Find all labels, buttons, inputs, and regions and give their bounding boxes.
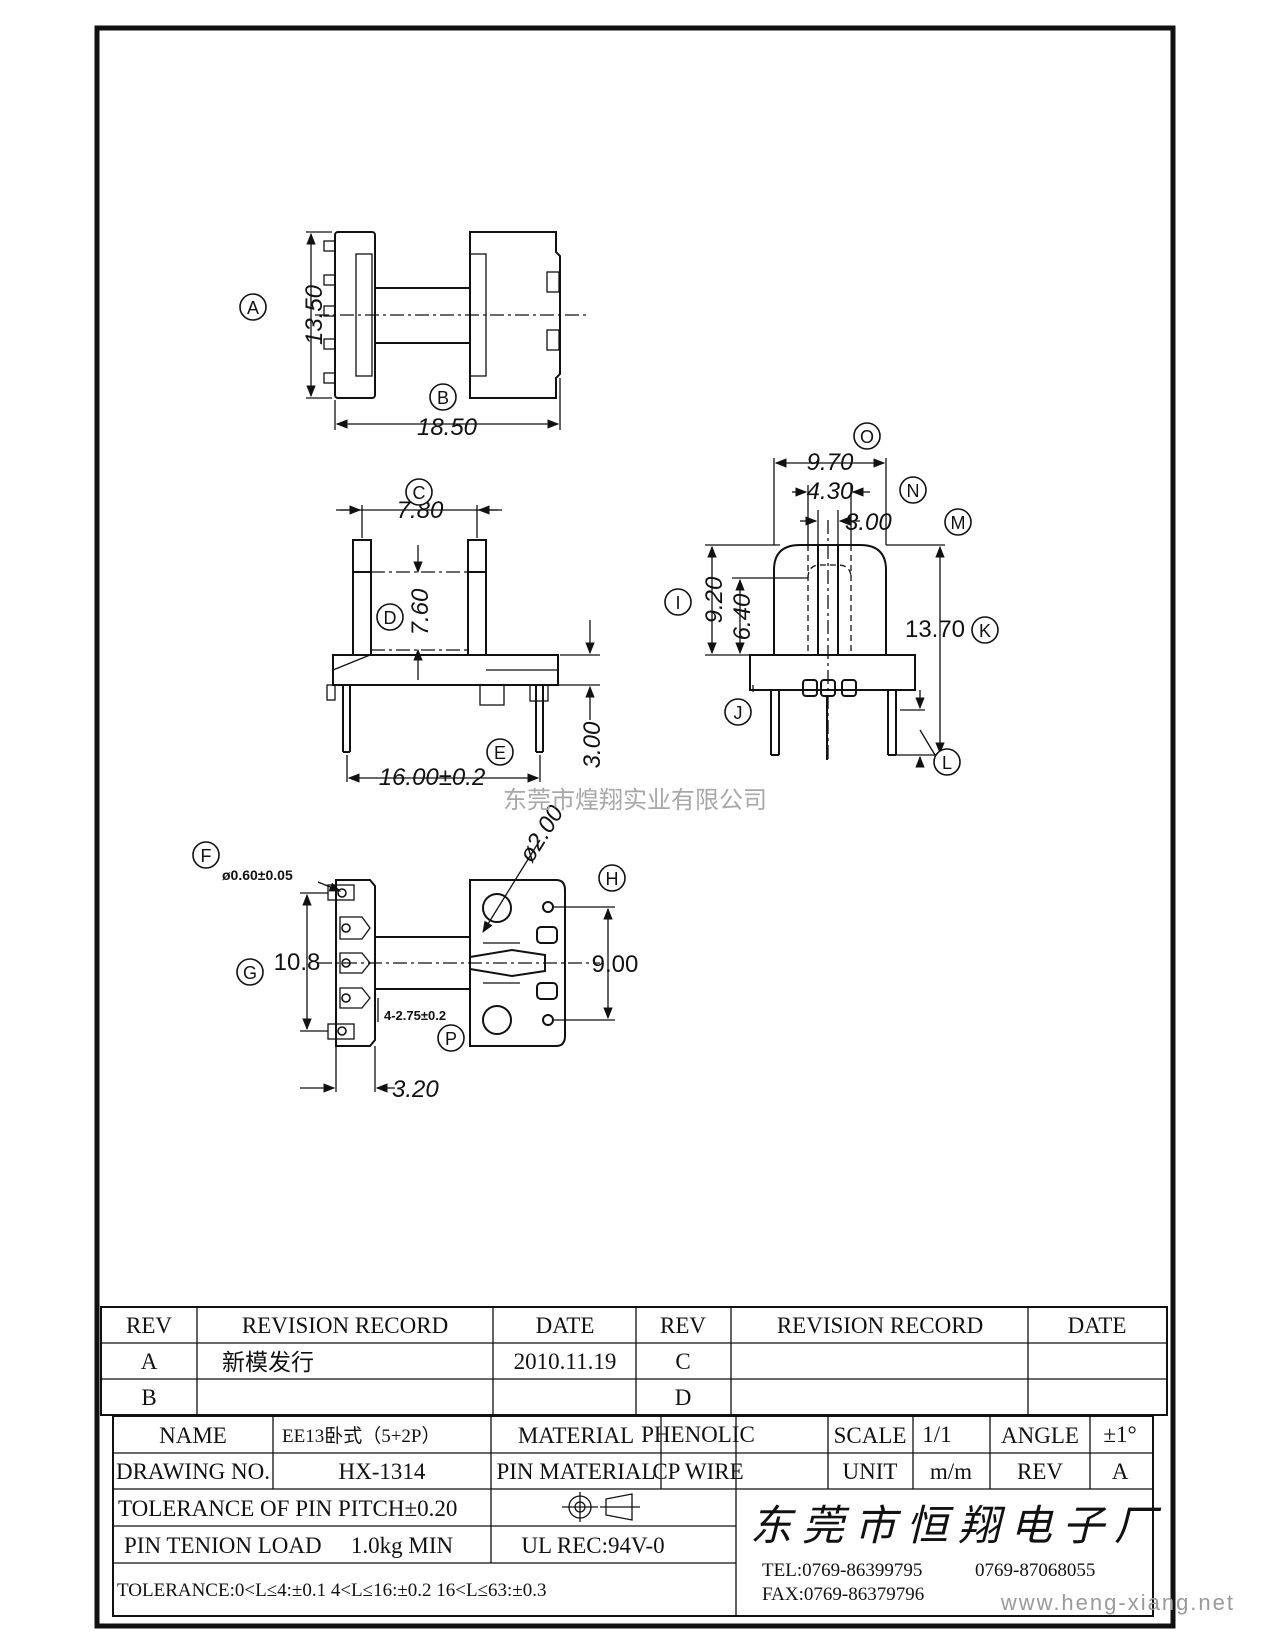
- view-front: 7.80 7.60 16.00±0.2 3.00: [326, 497, 606, 791]
- callout-l: L: [942, 753, 952, 773]
- pin-tenion-value: 1.0kg MIN: [351, 1533, 454, 1558]
- callouts: A B C D E F G H I J K L M N O P: [192, 293, 999, 1052]
- dim-f: ø0.60±0.05: [222, 867, 293, 883]
- callout-g: G: [243, 963, 257, 983]
- callout-j: J: [734, 703, 743, 723]
- material-value: PHENOLIC: [641, 1422, 755, 1447]
- dim-k: 13.70: [905, 616, 965, 643]
- pin-material-value: CP WIRE: [652, 1459, 743, 1484]
- angle-label: ANGLE: [1001, 1423, 1079, 1448]
- dim-a: 13.50: [301, 284, 328, 345]
- dim-e: 16.00±0.2: [379, 764, 486, 791]
- view-bottom: ø2.00 9.00 10.8 4-2.75±0.2 ø0.60±0.05 3.…: [222, 800, 638, 1103]
- company-name: 东莞市恒翔电子厂: [750, 1504, 1166, 1550]
- drawing-no-label: DRAWING NO.: [116, 1459, 270, 1484]
- company-fax: FAX:0769-86379796: [762, 1584, 924, 1605]
- dim-i-outer: 9.20: [701, 576, 728, 623]
- callout-p: P: [445, 1029, 457, 1049]
- tolerance-general: TOLERANCE:0<L≤4:±0.1 4<L≤16:±0.2 16<L≤63…: [117, 1580, 547, 1601]
- callout-f: F: [201, 846, 212, 866]
- view-top-left: 13.50 18.50: [301, 231, 588, 441]
- title-block: NAME EE13卧式（5+2P） MATERIAL PHENOLIC SCAL…: [112, 1415, 1166, 1617]
- name-value: EE13卧式（5+2P）: [282, 1425, 441, 1447]
- drawing-no-value: HX-1314: [339, 1459, 426, 1484]
- projection-symbol-icon: [562, 1492, 640, 1522]
- callout-h: H: [606, 869, 619, 889]
- rev-label: REV: [1017, 1459, 1063, 1484]
- callout-c: C: [413, 483, 426, 503]
- rev-cell: B: [141, 1385, 156, 1410]
- rev-value: A: [1112, 1459, 1129, 1484]
- callout-o: O: [860, 427, 874, 447]
- name-label: NAME: [159, 1423, 227, 1448]
- callout-d: D: [384, 608, 397, 628]
- revision-record-header-2: REVISION RECORD: [777, 1313, 983, 1338]
- dim-p: 4-2.75±0.2: [384, 1008, 446, 1023]
- company-tel: TEL:0769-86399795: [762, 1560, 922, 1581]
- view-side: 9.70 4.30 3.00 9.20 6.40 13.70: [701, 449, 965, 768]
- unit-value: m/m: [930, 1459, 972, 1484]
- company-tel-2: 0769-87068055: [975, 1560, 1095, 1581]
- material-label: MATERIAL: [518, 1423, 634, 1448]
- pin-tenion-label: PIN TENION LOAD: [124, 1533, 322, 1558]
- revision-table: REV REVISION RECORD DATE REV REVISION RE…: [100, 1306, 1168, 1416]
- callout-b: B: [437, 388, 449, 408]
- rev-cell: C: [675, 1349, 690, 1374]
- dim-g: 10.8: [274, 949, 321, 976]
- date-header-1: DATE: [536, 1313, 595, 1338]
- callout-e: E: [494, 743, 506, 763]
- rev-cell: D: [675, 1385, 692, 1410]
- ul-rating: UL REC:94V-0: [521, 1533, 664, 1558]
- pin-material-label: PIN MATERIAL: [496, 1459, 655, 1484]
- scale-label: SCALE: [834, 1423, 907, 1448]
- revision-record-header-1: REVISION RECORD: [242, 1313, 448, 1338]
- callout-i: I: [675, 593, 680, 613]
- sheet-border: [94, 25, 1176, 1629]
- revision-record-cell: 新模发行: [222, 1350, 314, 1375]
- dim-n: 4.30: [807, 478, 854, 505]
- rev-header-2: REV: [660, 1313, 706, 1338]
- callout-n: N: [907, 481, 920, 501]
- tolerance-pitch: TOLERANCE OF PIN PITCH±0.20: [118, 1496, 457, 1521]
- callout-a: A: [247, 298, 259, 318]
- date-cell: 2010.11.19: [514, 1349, 617, 1374]
- rev-header-1: REV: [126, 1313, 172, 1338]
- unit-label: UNIT: [843, 1459, 898, 1484]
- rev-cell: A: [141, 1349, 158, 1374]
- dim-h: 9.00: [592, 951, 639, 978]
- dim-e-side: 3.00: [579, 721, 606, 768]
- dim-o: 9.70: [807, 449, 854, 476]
- date-header-2: DATE: [1068, 1313, 1127, 1338]
- dim-b: 18.50: [417, 414, 478, 441]
- callout-k: K: [979, 621, 991, 641]
- dim-m: 3.00: [845, 509, 892, 536]
- website-watermark: www.heng-xiang.net: [1000, 1590, 1235, 1615]
- dim-i-inner: 6.40: [729, 593, 756, 640]
- scale-value: 1/1: [922, 1422, 951, 1447]
- callout-m: M: [951, 513, 966, 533]
- angle-value: ±1°: [1103, 1422, 1136, 1447]
- dim-d: 7.60: [407, 588, 434, 635]
- dim-bottom: 3.20: [392, 1076, 439, 1103]
- watermark: 东莞市煌翔实业有限公司: [503, 787, 767, 814]
